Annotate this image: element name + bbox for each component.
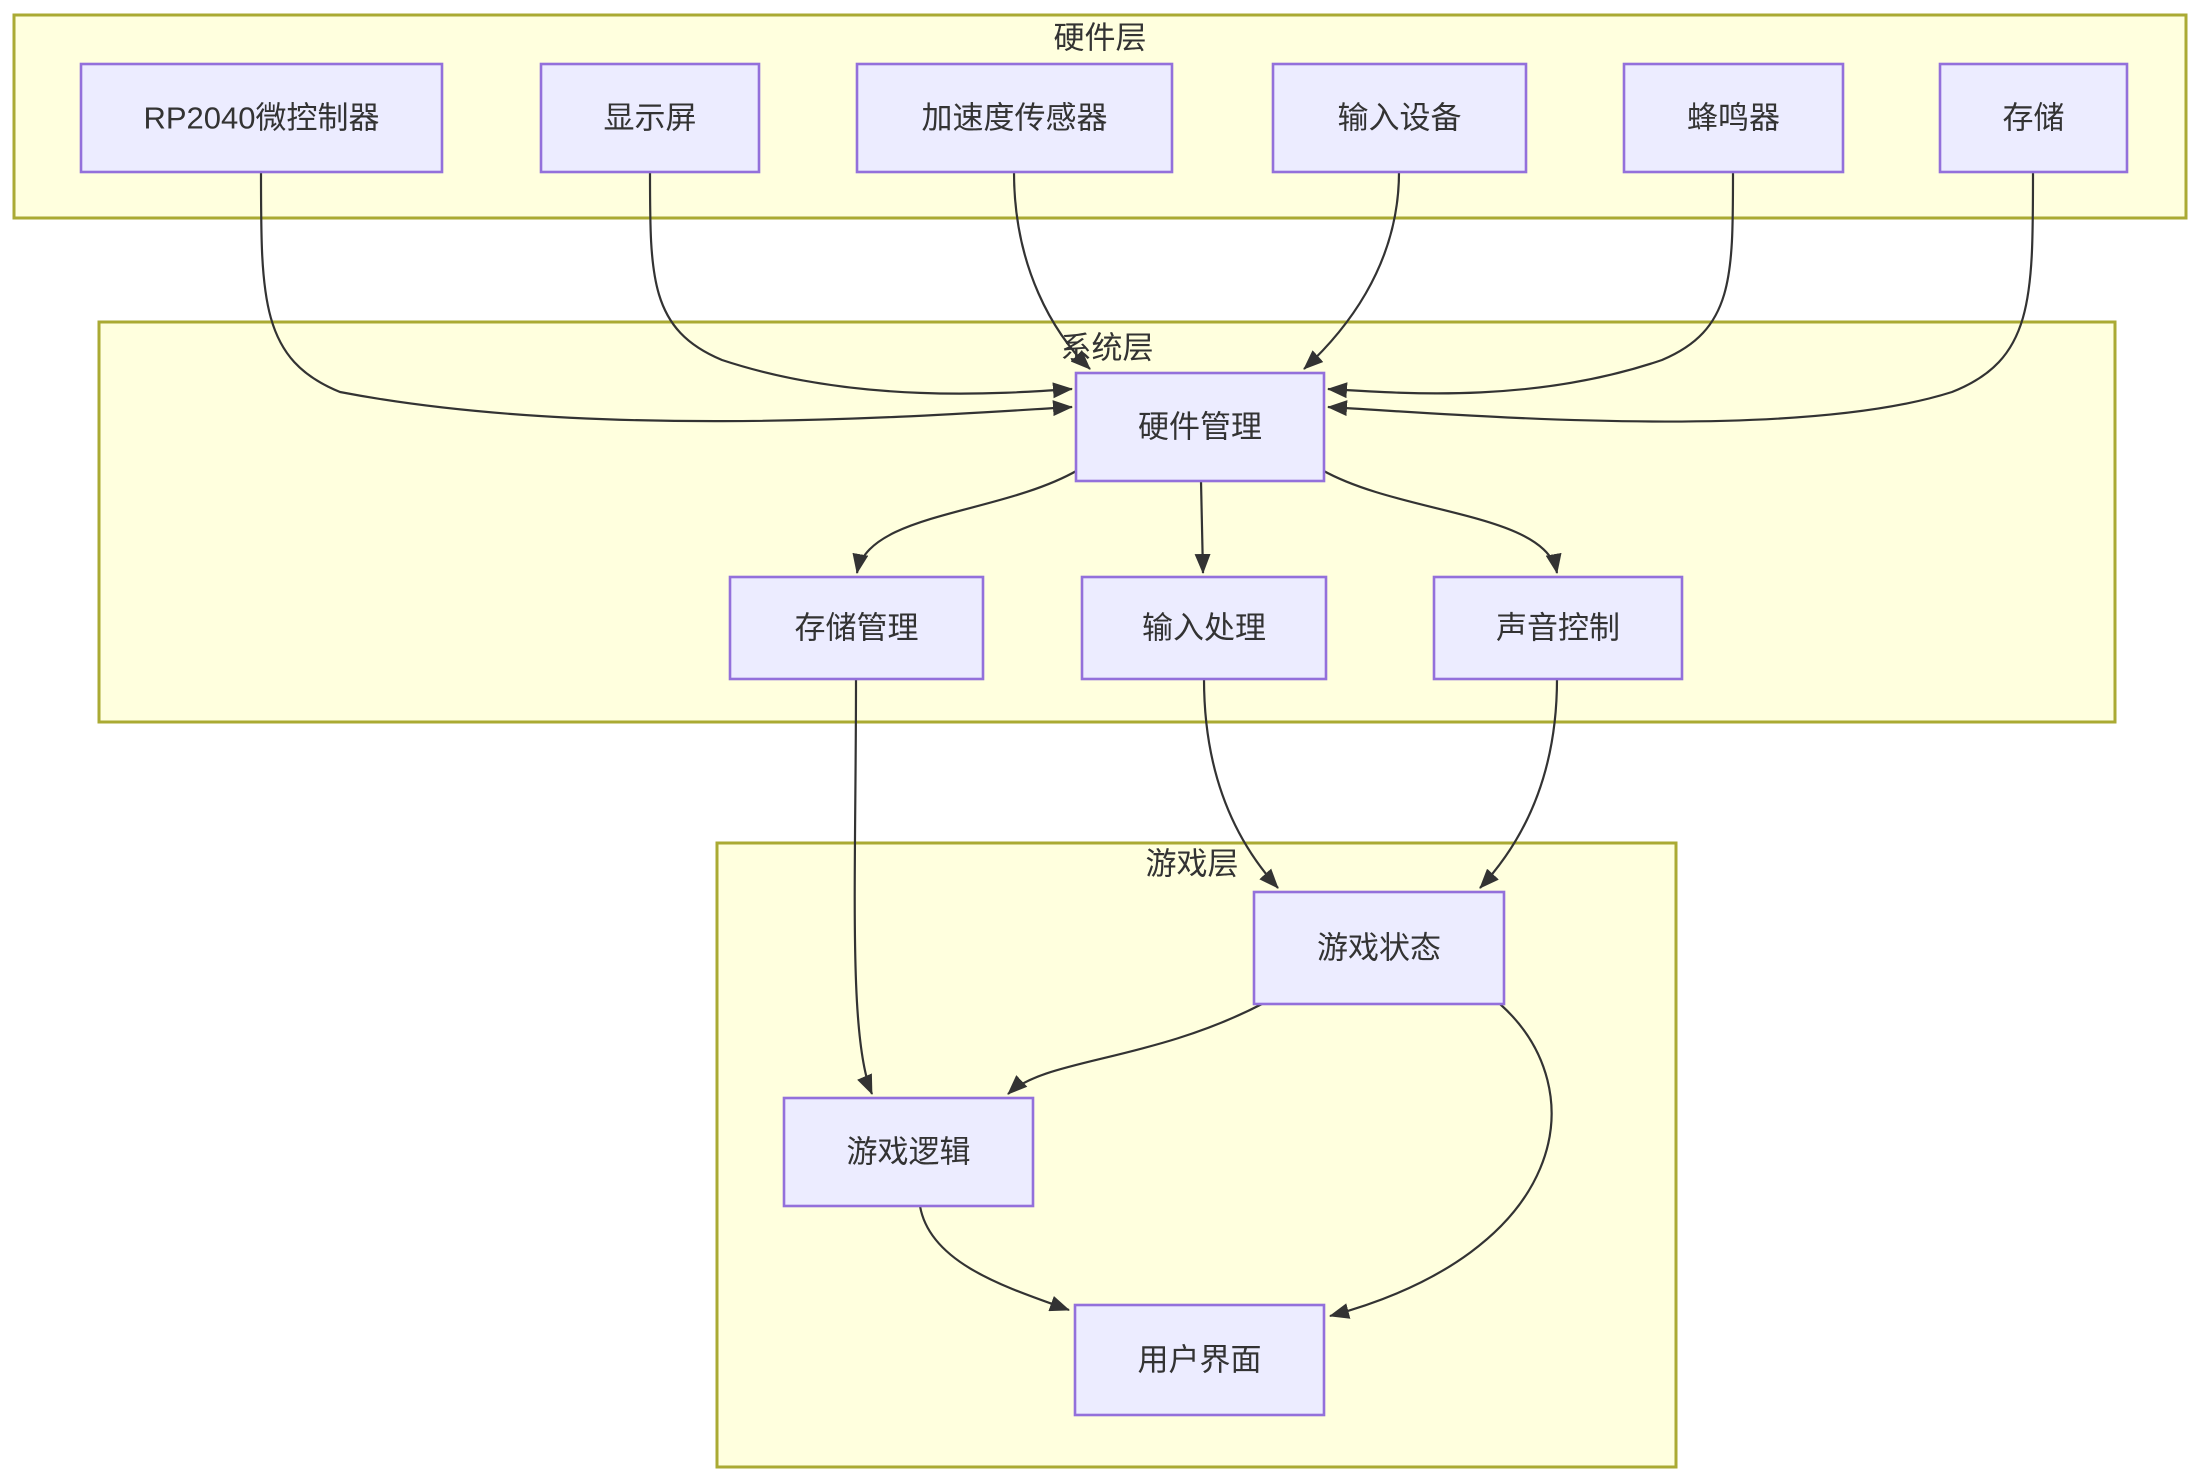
node-storage: 存储 [1938, 62, 2129, 174]
node-buzzer-box [1622, 62, 1845, 174]
edge-hw-manager-to-storage-manager [852, 469, 1079, 574]
node-sound-controller-label: 声音控制 [1496, 611, 1620, 646]
edge-input-processor-to-game-state [1202, 678, 1279, 889]
node-mcu-label: RP2040微控制器 [143, 101, 379, 136]
edge-game-state-to-user-interface [1329, 1003, 1553, 1319]
node-game-logic-box [782, 1096, 1035, 1208]
node-accelerometer-box [855, 62, 1174, 174]
node-buzzer-label: 蜂鸣器 [1687, 101, 1780, 136]
edge-storage-to-hw-manager [1327, 171, 2035, 423]
node-storage-label: 存储 [2003, 101, 2065, 136]
node-input-processor-box [1080, 575, 1328, 681]
node-game-state: 游戏状态 [1252, 890, 1506, 1006]
node-input-processor: 输入处理 [1080, 575, 1328, 681]
node-game-state-box [1252, 890, 1506, 1006]
node-display-box [539, 62, 761, 174]
node-game-logic-label: 游戏逻辑 [847, 1135, 971, 1170]
node-mcu-box [79, 62, 444, 174]
node-storage-box [1938, 62, 2129, 174]
edge-display-to-hw-manager [648, 171, 1073, 399]
node-game-logic: 游戏逻辑 [782, 1096, 1035, 1208]
node-input-device-box [1271, 62, 1528, 174]
node-user-interface-label: 用户界面 [1138, 1343, 1262, 1378]
node-buzzer: 蜂鸣器 [1622, 62, 1845, 174]
node-accelerometer: 加速度传感器 [855, 62, 1174, 174]
node-accelerometer-label: 加速度传感器 [922, 101, 1108, 136]
edge-storage-manager-to-game-logic [853, 678, 874, 1095]
node-hw-manager-label: 硬件管理 [1138, 410, 1262, 445]
node-sound-controller-box [1432, 575, 1684, 681]
node-input-device: 输入设备 [1271, 62, 1528, 174]
node-display: 显示屏 [539, 62, 761, 174]
edge-game-state-to-game-logic [1007, 1003, 1263, 1095]
node-user-interface-box [1073, 1303, 1326, 1417]
cluster-label-system: 系统层 [1061, 331, 1154, 366]
edge-buzzer-to-hw-manager [1327, 171, 1735, 399]
node-storage-manager: 存储管理 [728, 575, 985, 681]
edge-mcu-to-hw-manager [259, 171, 1073, 423]
node-input-processor-label: 输入处理 [1142, 611, 1266, 646]
edge-sound-controller-to-game-state [1479, 678, 1559, 889]
node-game-state-label: 游戏状态 [1317, 931, 1441, 966]
cluster-label-game: 游戏层 [1146, 847, 1239, 882]
node-hw-manager: 硬件管理 [1074, 371, 1326, 483]
node-sound-controller: 声音控制 [1432, 575, 1684, 681]
edge-hw-manager-to-sound-controller [1321, 469, 1562, 574]
node-mcu: RP2040微控制器 [79, 62, 444, 174]
edge-game-logic-to-user-interface [918, 1205, 1070, 1312]
node-storage-manager-label: 存储管理 [795, 611, 919, 646]
edge-hw-manager-to-input-processor [1194, 480, 1211, 574]
cluster-label-hardware: 硬件层 [1054, 21, 1147, 56]
node-user-interface: 用户界面 [1073, 1303, 1326, 1417]
node-input-device-label: 输入设备 [1338, 101, 1462, 136]
edge-input-device-to-hw-manager [1303, 171, 1401, 370]
edge-accelerometer-to-hw-manager [1012, 171, 1091, 370]
node-hw-manager-box [1074, 371, 1326, 483]
node-storage-manager-box [728, 575, 985, 681]
node-display-label: 显示屏 [604, 101, 697, 136]
